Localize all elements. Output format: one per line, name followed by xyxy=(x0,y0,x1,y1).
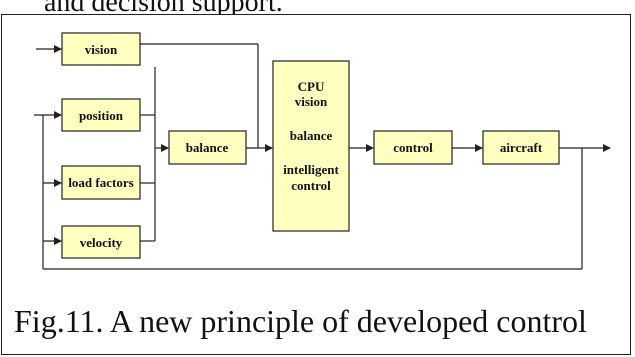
cpu-label-line3: balance xyxy=(290,128,333,143)
page-top-text: and decision support. xyxy=(44,0,283,18)
cpu-block xyxy=(272,60,350,232)
cpu-label-line1: CPU xyxy=(298,79,325,94)
load-factors-label: load factors xyxy=(68,175,133,190)
load-factors-block xyxy=(61,165,141,200)
cpu-label-line2: vision xyxy=(295,94,328,109)
cpu-label-line4: intelligent xyxy=(283,162,339,177)
velocity-label: velocity xyxy=(80,235,123,250)
aircraft-label: aircraft xyxy=(500,140,543,155)
balance-block xyxy=(168,130,247,165)
control-block xyxy=(373,130,453,165)
aircraft-block xyxy=(482,130,560,165)
figure-caption: Fig.11. A new principle of developed con… xyxy=(14,303,587,339)
balance-label: balance xyxy=(186,140,229,155)
position-block xyxy=(61,98,141,132)
vision-label: vision xyxy=(85,42,118,57)
control-label: control xyxy=(393,140,433,155)
position-label: position xyxy=(79,108,124,123)
velocity-block xyxy=(61,225,141,259)
cpu-label-line5: control xyxy=(291,178,331,193)
vision-block xyxy=(61,32,141,66)
